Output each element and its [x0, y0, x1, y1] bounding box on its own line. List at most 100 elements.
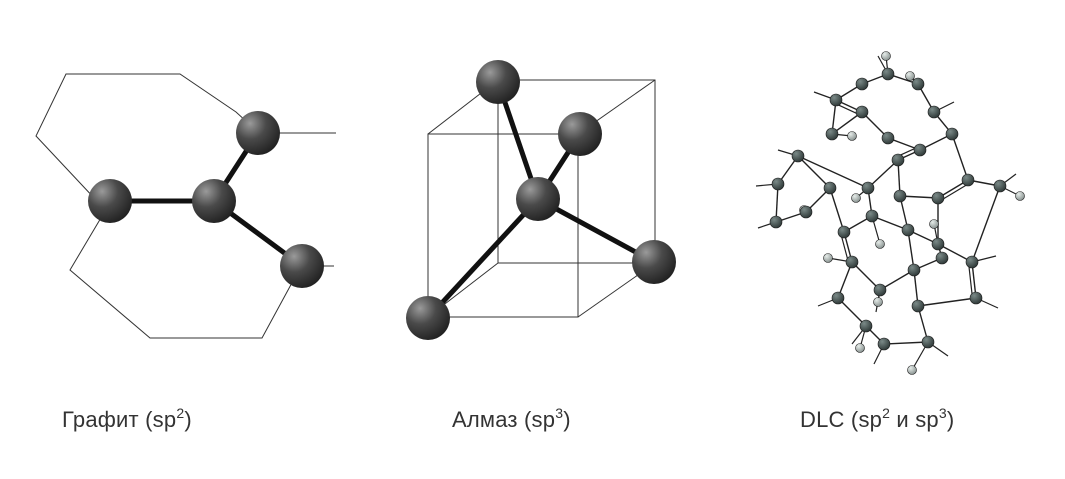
dlc-carbon-atom [911, 299, 925, 313]
diamond-atom [516, 177, 560, 221]
dlc-carbon-atom [961, 173, 975, 187]
dlc-carbon-atom [865, 209, 879, 223]
diamond-atom [632, 240, 676, 284]
dlc-hydrogen-atom [881, 51, 891, 61]
graphite-hexagon-top [35, 73, 259, 201]
graphite-atom [236, 111, 280, 155]
dlc-hydrogen-atom [873, 297, 883, 307]
dlc-bond [797, 155, 831, 189]
dlc-carbon-atom [993, 179, 1007, 193]
caption-diamond: Алмаз (sp3) [452, 405, 571, 433]
dlc-carbon-atom [845, 255, 859, 269]
dlc-hydrogen-atom [855, 343, 865, 353]
dlc-hydrogen-atom [851, 193, 861, 203]
dlc-bond [899, 195, 939, 199]
dlc-carbon-atom [769, 215, 783, 229]
caption-graphite-name: Графит [62, 407, 139, 432]
dlc-bond [837, 297, 867, 327]
dlc-bond [907, 229, 915, 271]
caption-dlc: DLC (sp2 и sp3) [800, 405, 954, 433]
diamond-bond [536, 196, 656, 265]
caption-diamond-sup: 3 [555, 405, 564, 421]
dlc-bond [951, 133, 969, 181]
diamond-bond [426, 197, 540, 320]
caption-diamond-close: ) [563, 407, 571, 432]
dlc-bond [879, 269, 915, 291]
caption-graphite-close: ) [184, 407, 192, 432]
dlc-bond [851, 261, 881, 291]
dlc-carbon-atom [911, 77, 925, 91]
dlc-carbon-atom [931, 237, 945, 251]
dlc-carbon-atom [861, 181, 875, 195]
dlc-carbon-atom [855, 77, 869, 91]
dlc-carbon-atom [877, 337, 891, 351]
dlc-bond [775, 183, 779, 223]
dlc-bond [829, 187, 845, 233]
dlc-carbon-atom [771, 177, 785, 191]
dlc-hydrogen-atom [1015, 191, 1025, 201]
dlc-carbon-atom [837, 225, 851, 239]
dlc-bond [837, 261, 853, 299]
caption-dlc-open: (sp [844, 407, 883, 432]
caption-graphite-sup: 2 [176, 405, 185, 421]
caption-dlc-sup2: 3 [938, 405, 947, 421]
dlc-carbon-atom [831, 291, 845, 305]
dlc-carbon-atom [829, 93, 843, 107]
dlc-hydrogen-atom [905, 71, 915, 81]
dlc-bond [797, 155, 869, 189]
diamond-atom [558, 112, 602, 156]
dlc-carbon-atom [921, 335, 935, 349]
graphite-atom [192, 179, 236, 223]
graphite-hexagon-bottom [69, 205, 301, 339]
graphite-atom [88, 179, 132, 223]
dlc-bond [883, 341, 929, 345]
graphite-structure [35, 73, 336, 339]
dlc-carbon-atom [799, 205, 813, 219]
dlc-carbon-atom [825, 127, 839, 141]
graphite-atom [280, 244, 324, 288]
dlc-carbon-atom [855, 105, 869, 119]
dlc-carbon-atom [891, 153, 905, 167]
caption-graphite-open: (sp [138, 407, 177, 432]
dlc-bond [971, 185, 1001, 263]
diamond-atom [476, 60, 520, 104]
dlc-carbon-atom [935, 251, 949, 265]
caption-dlc-sup1: 2 [882, 405, 891, 421]
caption-diamond-open: (sp [517, 407, 556, 432]
dlc-bond [867, 159, 899, 189]
caption-dlc-mid: и sp [890, 407, 939, 432]
dlc-carbon-atom [881, 131, 895, 145]
dlc-carbon-atom [791, 149, 805, 163]
diamond-atom [406, 296, 450, 340]
dlc-bond [937, 243, 973, 263]
dlc-structure [755, 51, 1025, 375]
dlc-carbon-atom [859, 319, 873, 333]
diamond-structure [406, 60, 676, 340]
caption-graphite: Графит (sp2) [62, 405, 192, 433]
caption-diamond-name: Алмаз [452, 407, 518, 432]
dlc-carbon-atom [965, 255, 979, 269]
dlc-carbon-atom [873, 283, 887, 297]
dlc-carbon-atom [945, 127, 959, 141]
dlc-carbon-atom [931, 191, 945, 205]
dlc-carbon-atom [913, 143, 927, 157]
dlc-carbon-atom [901, 223, 915, 237]
caption-dlc-name: DLC [800, 407, 845, 432]
dlc-hydrogen-atom [907, 365, 917, 375]
dlc-double-bond [939, 182, 971, 202]
dlc-bond [871, 215, 909, 231]
dlc-carbon-atom [893, 189, 907, 203]
caption-dlc-close: ) [946, 407, 955, 432]
dlc-hydrogen-atom [823, 253, 833, 263]
dlc-carbon-atom [907, 263, 921, 277]
dlc-double-bond [967, 262, 974, 299]
dlc-carbon-atom [927, 105, 941, 119]
dlc-carbon-atom [969, 291, 983, 305]
dlc-bond [917, 297, 977, 307]
dlc-hydrogen-atom [847, 131, 857, 141]
dlc-carbon-atom [881, 67, 895, 81]
dlc-hydrogen-atom [875, 239, 885, 249]
dlc-carbon-atom [823, 181, 837, 195]
dlc-hydrogen-atom [929, 219, 939, 229]
